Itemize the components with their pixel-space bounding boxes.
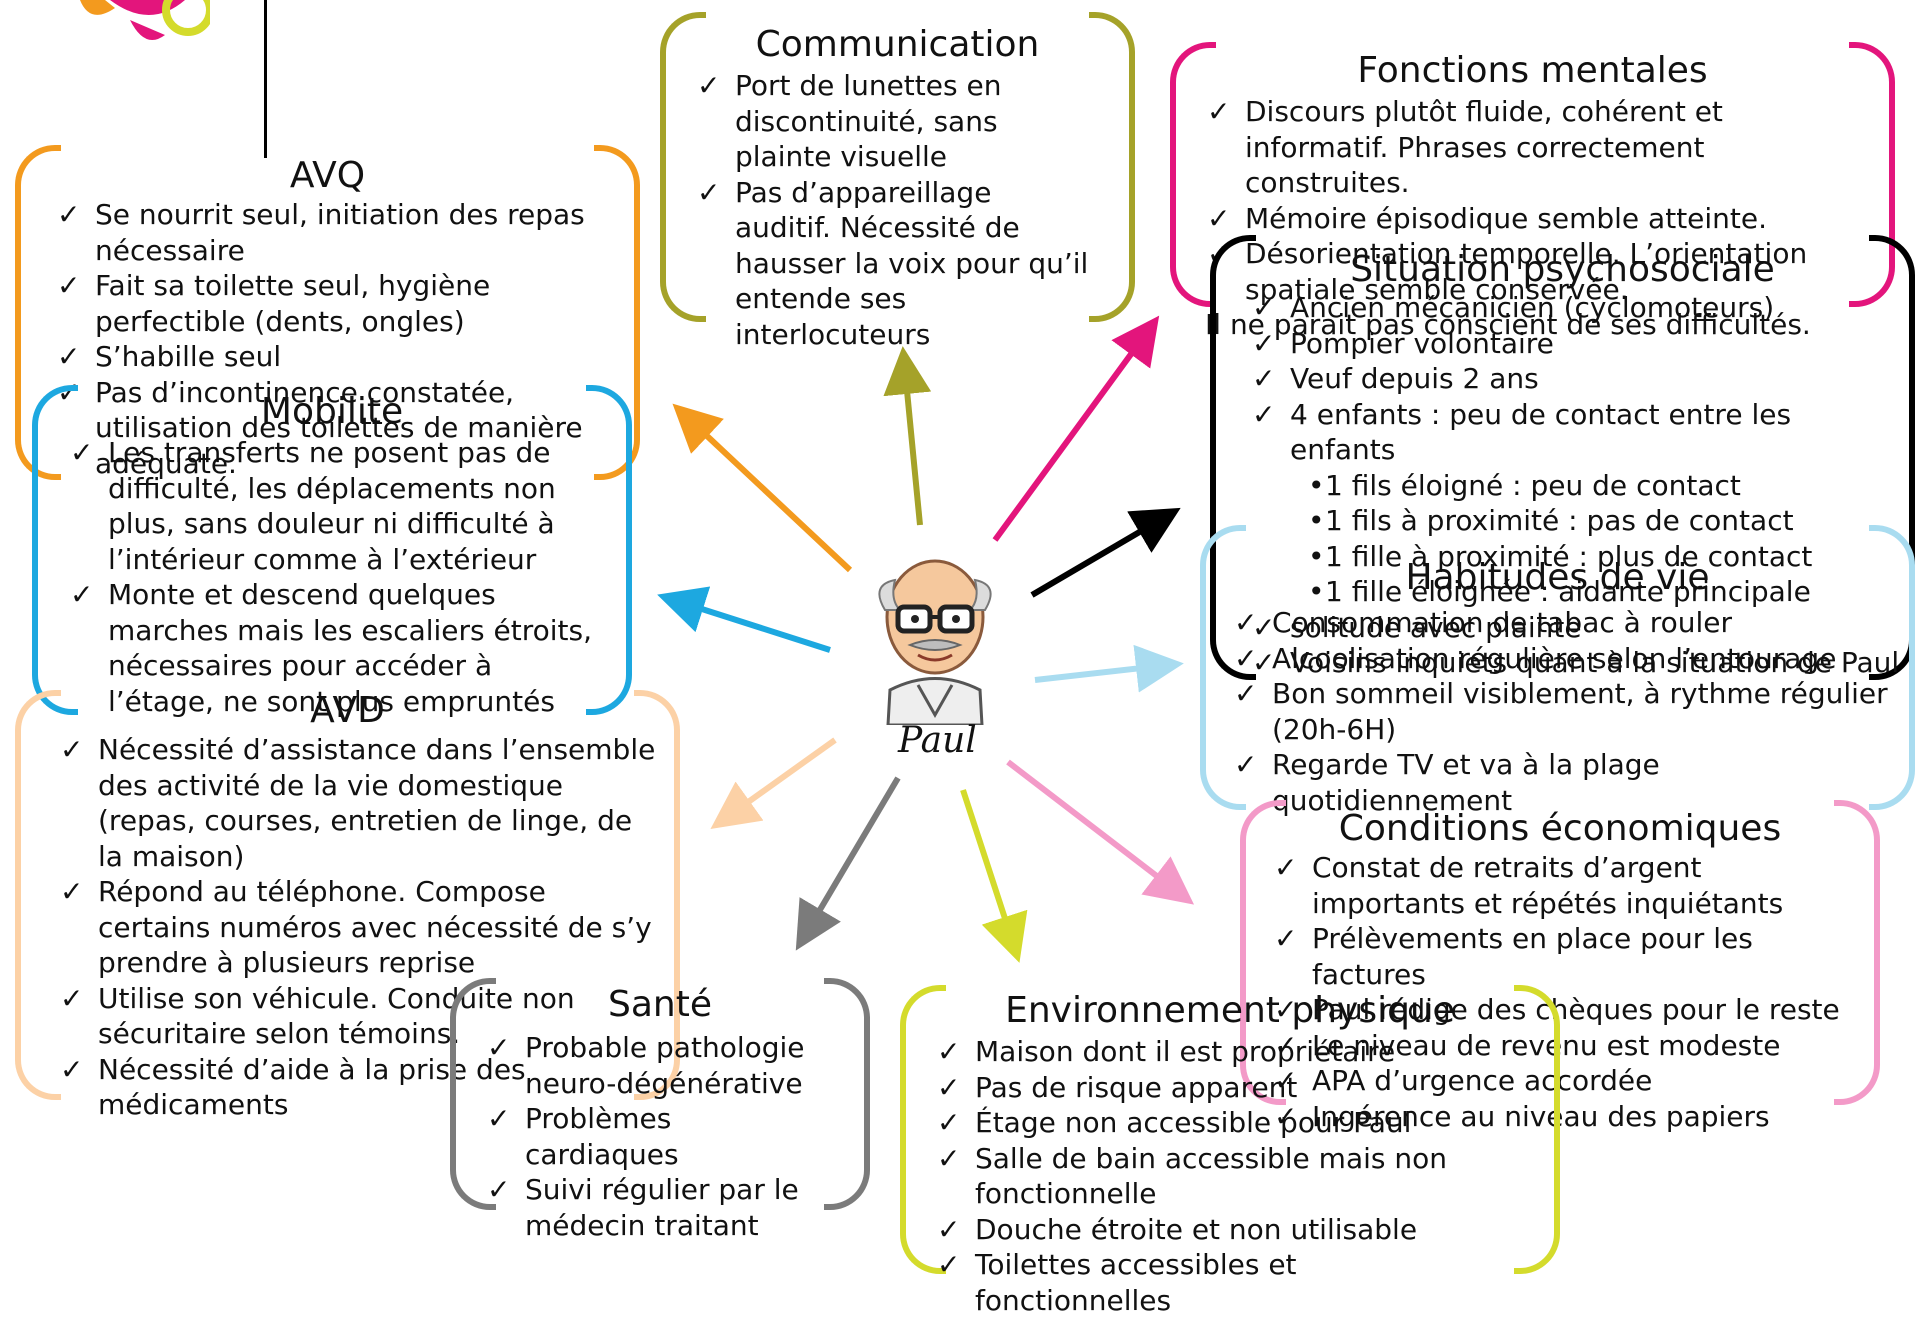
- psycho-title: Situation psychosociale: [1350, 249, 1775, 290]
- paul-avatar: [878, 559, 992, 725]
- list-item: Discours plutôt fluide, cohérent et info…: [1205, 94, 1845, 201]
- arrow-communication: [883, 346, 932, 526]
- fonctions-title: Fonctions mentales: [1357, 50, 1708, 91]
- box-mobilite: Mobilite Les transferts ne posent pas de…: [32, 385, 632, 718]
- list-item: Port de lunettes en discontinuité, sans …: [695, 68, 1090, 175]
- mobilite-list: Les transferts ne posent pas de difficul…: [68, 435, 598, 719]
- arrow-sante: [795, 776, 901, 951]
- arrow-avq: [672, 403, 853, 573]
- logo-mark: [80, 0, 210, 40]
- list-item: Se nourrit seul, initiation des repas né…: [55, 197, 595, 268]
- logo-divider: [264, 0, 267, 158]
- list-item: S’habille seul: [55, 339, 595, 375]
- list-item: Douche étroite et non utilisable: [935, 1212, 1495, 1248]
- arrow-fonctions: [992, 315, 1160, 542]
- sub-list-item: 1 fils éloigné : peu de contact: [1250, 468, 1900, 504]
- avd-list: Nécessité d’assistance dans l’ensemble d…: [58, 732, 658, 1123]
- mobilite-title: Mobilite: [260, 391, 404, 432]
- arrow-environnement: [960, 789, 1028, 963]
- list-item: Consommation de tabac à rouler: [1232, 605, 1902, 641]
- habitudes-title: Habitudes de vie: [1405, 557, 1710, 598]
- environnement-list: Maison dont il est propriétaire Pas de r…: [935, 1034, 1495, 1318]
- communication-list: Port de lunettes en discontinuité, sans …: [695, 68, 1090, 352]
- list-item: Les transferts ne posent pas de difficul…: [68, 435, 598, 577]
- arrow-mobilite: [657, 586, 831, 653]
- arrow-psycho: [1030, 507, 1181, 598]
- center-name: Paul: [898, 720, 977, 761]
- box-avd: AVD Nécessité d’assistance dans l’ensemb…: [15, 690, 680, 1121]
- list-item: Nécessité d’assistance dans l’ensemble d…: [58, 732, 658, 874]
- sante-list: Probable pathologie neuro-dégénérative P…: [485, 1030, 825, 1243]
- list-item: 4 enfants : peu de contact entre les enf…: [1250, 397, 1900, 468]
- list-item: Salle de bain accessible mais non foncti…: [935, 1141, 1495, 1212]
- habitudes-list: Consommation de tabac à rouler Alcoolisa…: [1232, 605, 1902, 818]
- list-item: Constat de retraits d’argent importants …: [1272, 850, 1862, 921]
- box-environnement-physique: Environnement physique Maison dont il es…: [900, 985, 1560, 1317]
- list-item: Probable pathologie neuro-dégénérative: [485, 1030, 825, 1101]
- sante-title: Santé: [608, 984, 712, 1025]
- list-item: Fait sa toilette seul, hygiène perfectib…: [55, 268, 595, 339]
- list-item: Pompier volontaire: [1250, 326, 1900, 362]
- avd-title: AVD: [310, 690, 385, 731]
- arrow-conditions: [1006, 759, 1195, 905]
- list-item: Étage non accessible pour Paul: [935, 1105, 1495, 1141]
- psycho-list: Ancien mécanicien (cyclomoteurs) Pompier…: [1250, 290, 1900, 681]
- list-item: Répond au téléphone. Compose certains nu…: [58, 874, 658, 981]
- list-item: Suivi régulier par le médecin traitant: [485, 1172, 825, 1243]
- environnement-title: Environnement physique: [1005, 990, 1455, 1031]
- sub-list-item: 1 fille éloignée : aidante principale: [1250, 574, 1900, 610]
- list-item: Toilettes accessibles et fonctionnelles: [935, 1247, 1495, 1318]
- list-item: Bon sommeil visiblement, à rythme réguli…: [1232, 676, 1902, 747]
- arrow-avd: [710, 737, 837, 829]
- list-item: Maison dont il est propriétaire: [935, 1034, 1495, 1070]
- list-item: Alcoolisation régulière selon l’entourag…: [1232, 641, 1902, 677]
- list-item: Veuf depuis 2 ans: [1250, 361, 1900, 397]
- list-item: Paul rédige des chèques pour le reste: [1272, 992, 1862, 1028]
- list-item: Pas de risque apparent: [935, 1070, 1495, 1106]
- box-habitudes-de-vie: Habitudes de vie Consommation de tabac à…: [1200, 525, 1915, 817]
- avq-title: AVQ: [289, 155, 366, 196]
- communication-title: Communication: [755, 24, 1040, 65]
- arrows-layer: [657, 315, 1195, 963]
- box-situation-psychosociale: Situation psychosociale Ancien mécanicie…: [1210, 235, 1915, 680]
- list-item: Ancien mécanicien (cyclomoteurs): [1250, 290, 1900, 326]
- list-item: Monte et descend quelques marches mais l…: [68, 577, 598, 719]
- box-communication: Communication Port de lunettes en discon…: [660, 12, 1135, 351]
- box-sante: Santé Probable pathologie neuro-dégénéra…: [450, 978, 870, 1242]
- arrow-habitudes: [1034, 644, 1184, 693]
- list-item: Problèmes cardiaques: [485, 1101, 825, 1172]
- list-item: Regarde TV et va à la plage quotidiennem…: [1232, 747, 1902, 818]
- list-item: Prélèvements en place pour les factures: [1272, 921, 1862, 992]
- list-item: Pas d’appareillage auditif. Nécessité de…: [695, 175, 1090, 353]
- conditions-title: Conditions économiques: [1338, 808, 1782, 849]
- list-item: Utilise son véhicule. Conduite non sécur…: [58, 981, 658, 1052]
- list-item: Mémoire épisodique semble atteinte.: [1205, 201, 1845, 237]
- sub-list-item: 1 fils à proximité : pas de contact: [1250, 503, 1900, 539]
- sub-list-item: 1 fille à proximité : plus de contact: [1250, 539, 1900, 575]
